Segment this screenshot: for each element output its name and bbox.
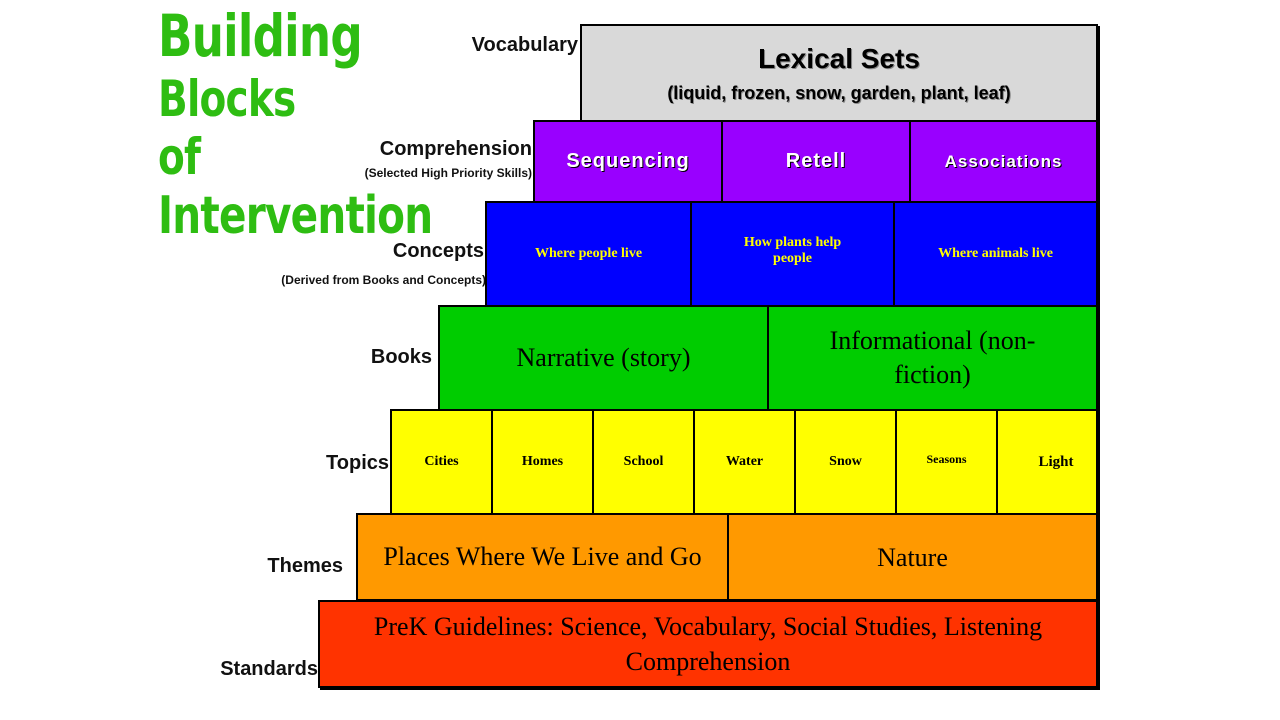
title-line-2: Blocks [158,70,296,128]
cell-places-where-we-live: Places Where We Live and Go [358,515,729,599]
cell-where-animals-live: Where animals live [938,246,1053,261]
label-comprehension-sub: (Selected High Priority Skills) [364,166,532,180]
cell-associations: Associations [944,152,1063,171]
label-topics: Topics [326,452,389,474]
cell-sequencing: Sequencing [535,122,723,201]
cell-informational: Informational (non-fiction) [829,326,1036,389]
cell-topic-water: Water [695,411,796,513]
label-books: Books [370,346,432,368]
label-comprehension: Comprehension [379,138,532,160]
cell-topic-school: School [594,411,695,513]
cell-nature: Nature [877,543,948,572]
cell-narrative: Narrative (story) [440,307,769,409]
cell-retell: Retell [723,122,911,201]
label-standards: Standards [220,658,318,680]
row-concepts: Where people live How plants help people… [485,201,1098,307]
cell-topic-snow: Snow [796,411,897,513]
lexical-sets-subtitle: (liquid, frozen, snow, garden, plant, le… [667,82,1011,103]
row-themes: Places Where We Live and Go Nature [356,513,1098,601]
label-concepts-sub: (Derived from Books and Concepts) [281,273,486,287]
cell-topic-seasons: Seasons [897,411,998,513]
cell-prek-guidelines: PreK Guidelines: Science, Vocabulary, So… [373,611,1043,676]
row-standards: PreK Guidelines: Science, Vocabulary, So… [318,600,1098,688]
title-line-4: Intervention [158,186,433,246]
cell-where-people-live: Where people live [487,203,692,305]
label-themes: Themes [267,555,343,577]
row-books: Narrative (story) Informational (non-fic… [438,305,1098,411]
label-concepts: Concepts [392,240,484,262]
cell-topic-cities: Cities [392,411,493,513]
cell-topic-homes: Homes [493,411,594,513]
row-comprehension: Sequencing Retell Associations [533,120,1098,203]
cell-how-plants-help-people: How plants help people [692,203,895,305]
label-vocabulary: Vocabulary [471,34,578,56]
title-line-1: Building [158,2,363,70]
cell-topic-light: Light [1038,453,1074,470]
lexical-sets-title: Lexical Sets [758,42,920,74]
row-vocabulary: Lexical Sets (liquid, frozen, snow, gard… [580,24,1098,122]
title-line-3: of [158,128,201,186]
row-topics: Cities Homes School Water Snow Seasons L… [390,409,1098,515]
